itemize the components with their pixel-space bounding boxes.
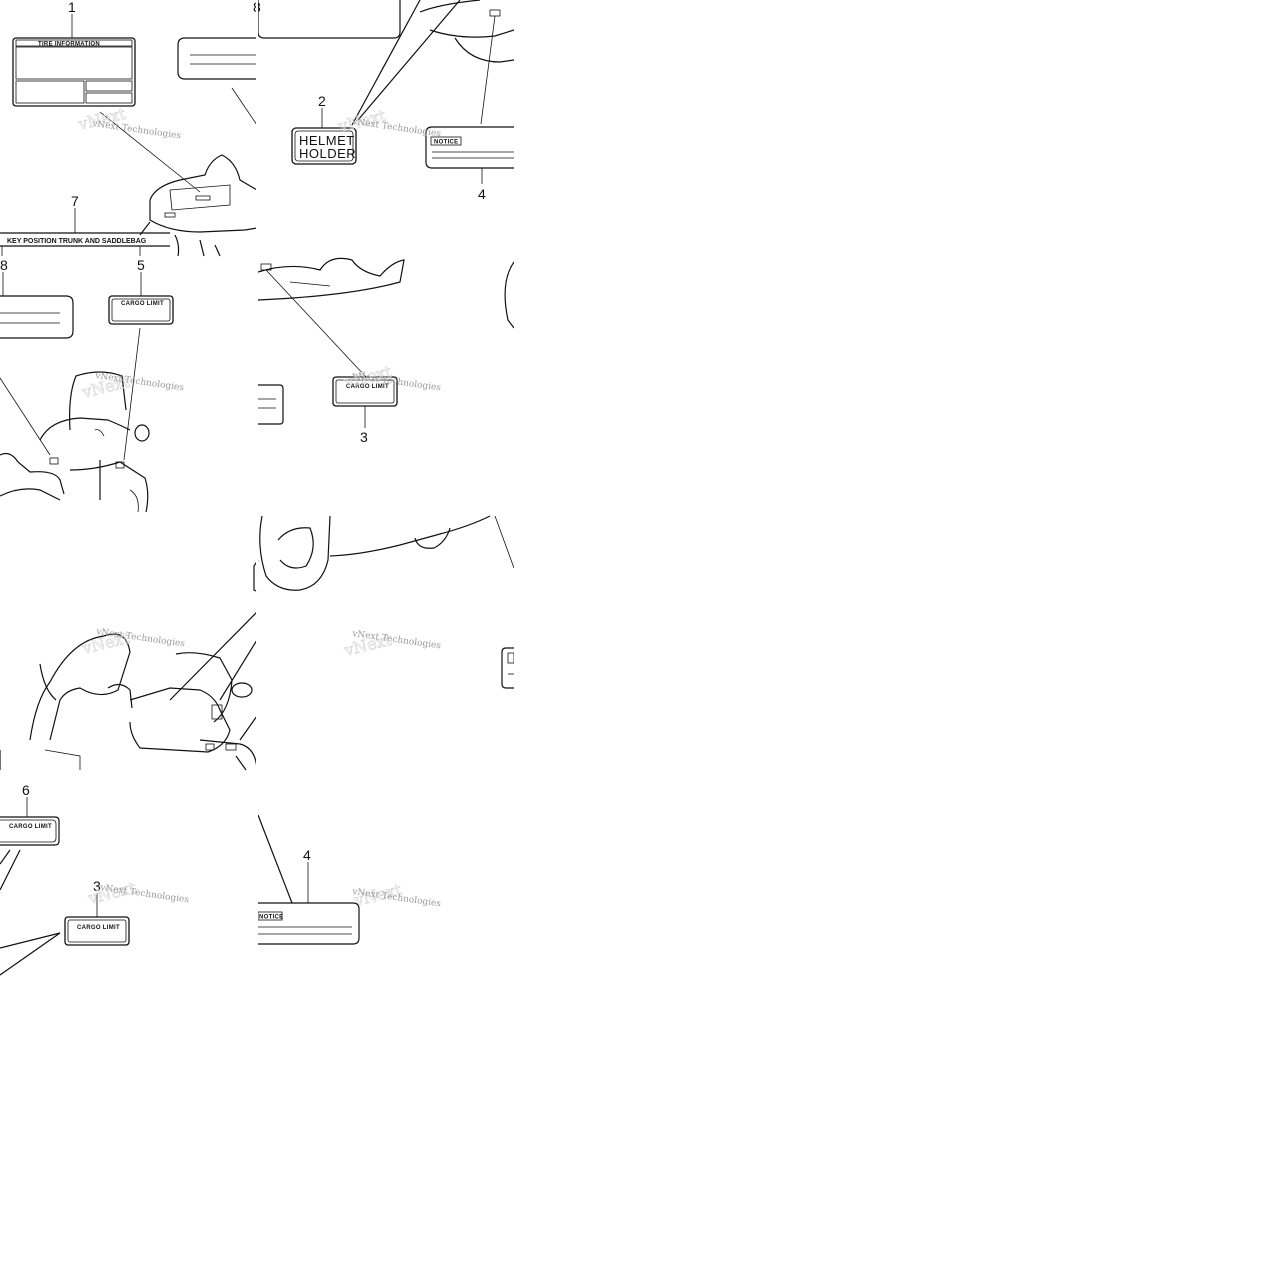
motorcycle-front-illustration bbox=[0, 371, 150, 513]
callout-4-bottom: 4 bbox=[303, 847, 311, 863]
cargo-limit-label-5[interactable]: CARGO LIMIT bbox=[108, 295, 174, 325]
tile-top-middle: 2 HELMET HOLDER NOTICE 4 vNext vNext Tec… bbox=[257, 0, 515, 202]
callout-7: 7 bbox=[71, 193, 79, 209]
key-position-label[interactable]: KEY POSITION TRUNK AND SADDLEBAG bbox=[0, 232, 170, 247]
label-partial-left bbox=[258, 384, 284, 425]
callout-3-bottom: 3 bbox=[93, 878, 101, 894]
callout-2: 2 bbox=[318, 93, 326, 109]
tile-seams bbox=[256, 0, 516, 1285]
cargo-limit-text-6: CARGO LIMIT bbox=[9, 824, 52, 830]
helmet-holder-label[interactable]: HELMET HOLDER bbox=[291, 127, 357, 165]
tire-information-label[interactable]: TIRE INFORMATION bbox=[12, 37, 136, 107]
watermark-2: vNext Technologies bbox=[351, 117, 442, 140]
tile-top-left: 1 TIRE INFORMATION 8 bbox=[0, 0, 261, 257]
notice-label-bottom[interactable]: NOTICE bbox=[257, 902, 360, 945]
cargo-limit-text-3-mid: CARGO LIMIT bbox=[346, 384, 389, 390]
saddlebag-partial bbox=[259, 515, 331, 591]
trunk-illustration bbox=[139, 154, 258, 257]
label-partial-right bbox=[501, 647, 514, 689]
label-8 bbox=[0, 295, 74, 339]
tile-bottom-left: 6 CARGO LIMIT 3 CARGO LIMIT vNext vNext … bbox=[0, 782, 190, 976]
tire-information-title: TIRE INFORMATION bbox=[38, 42, 100, 48]
callout-1: 1 bbox=[68, 0, 76, 15]
helmet-line-2: HOLDER bbox=[299, 146, 356, 161]
cargo-limit-text-5: CARGO LIMIT bbox=[121, 301, 164, 307]
callout-6: 6 bbox=[22, 782, 30, 798]
cargo-limit-label-6[interactable]: CARGO LIMIT bbox=[0, 816, 60, 846]
tile-bottom-middle: 4 NOTICE vNext vNext Technologies bbox=[257, 814, 442, 945]
label-box-top bbox=[257, 0, 401, 39]
tile-middle-middle: CARGO LIMIT 3 vNext vNext Technologies bbox=[257, 257, 515, 445]
cargo-limit-label-3-bottom[interactable]: CARGO LIMIT bbox=[64, 916, 130, 946]
cargo-limit-text-3-bottom: CARGO LIMIT bbox=[77, 925, 120, 931]
notice-text-bottom: NOTICE bbox=[259, 915, 283, 921]
key-position-text: KEY POSITION TRUNK AND SADDLEBAG bbox=[7, 238, 147, 245]
label-8-partial bbox=[177, 37, 257, 80]
callout-3-mid: 3 bbox=[360, 429, 368, 445]
callout-4-top: 4 bbox=[478, 186, 486, 202]
motorcycle-side-partial bbox=[257, 257, 405, 301]
notice-label-top[interactable]: NOTICE bbox=[425, 126, 514, 169]
watermark-1: vNext Technologies bbox=[91, 119, 182, 142]
motorcycle-touring-illustration bbox=[0, 611, 258, 771]
tile-middle-left: 8 5 CARGO LIMIT vNext vNext Tec bbox=[0, 257, 185, 513]
tile-lower-middle: vNext vNext Technologies bbox=[253, 515, 515, 689]
callout-5: 5 bbox=[137, 257, 145, 273]
tile-lower-left: vNext vNext Technologies bbox=[0, 611, 258, 771]
callout-8: 8 bbox=[0, 257, 8, 273]
notice-text-top: NOTICE bbox=[434, 140, 458, 146]
helmet-line-1: HELMET bbox=[299, 133, 355, 148]
